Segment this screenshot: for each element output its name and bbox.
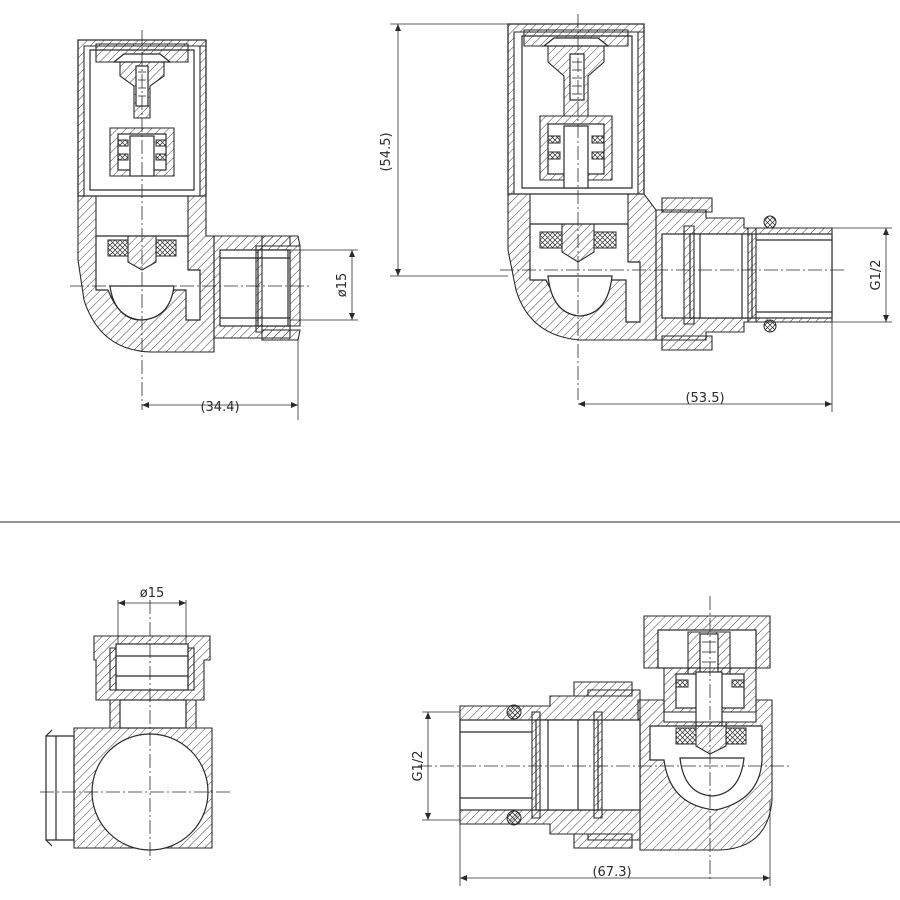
dim-width-large: (53.5) <box>685 391 724 406</box>
view-side-small: ø15 <box>40 586 232 860</box>
view-front-large: (54.5) (53.5) G1/2 <box>379 14 892 412</box>
view-front-small: (34.4) ø15 <box>70 30 358 420</box>
dim-thread-top: G1/2 <box>411 751 426 782</box>
dim-width-top: (67.3) <box>592 865 631 880</box>
dim-diameter-small: ø15 <box>335 273 350 298</box>
dim-thread-large: G1/2 <box>869 260 884 291</box>
dim-width-small: (34.4) <box>200 400 239 415</box>
view-top-large: G1/2 (67.3) <box>411 596 790 886</box>
dim-height-large: (54.5) <box>379 132 394 171</box>
dim-diameter-side: ø15 <box>140 586 165 601</box>
